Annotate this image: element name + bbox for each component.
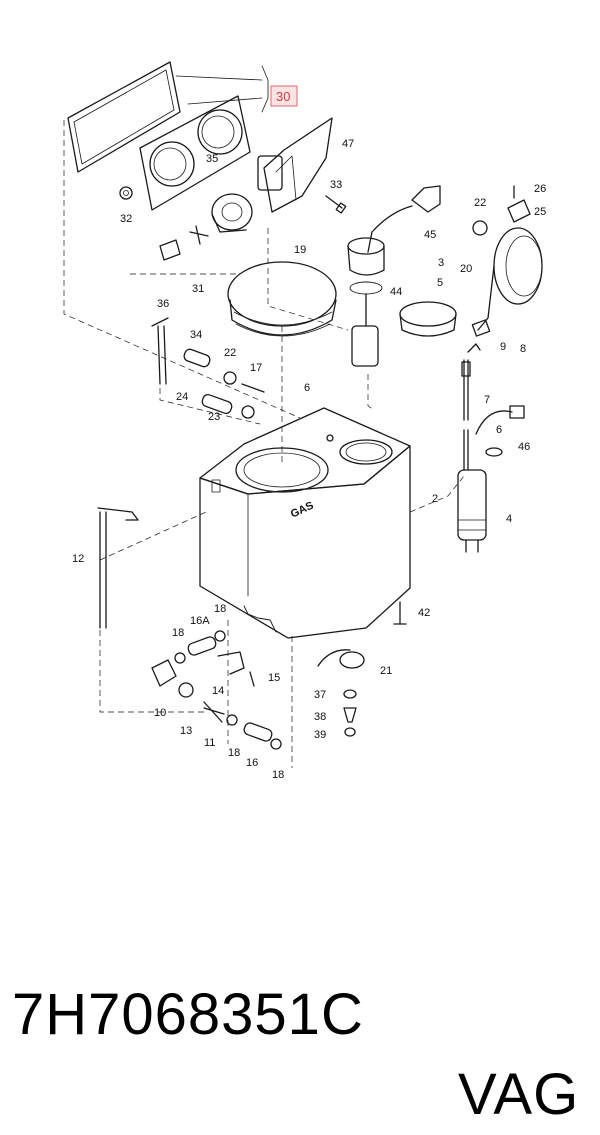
cap-nut-31 <box>159 193 253 261</box>
tank-body-2 <box>199 407 411 639</box>
callout-37: 37 <box>314 689 326 701</box>
screw-33 <box>325 195 347 214</box>
callout-20: 20 <box>460 263 472 275</box>
brand-name: VAG <box>458 1062 580 1127</box>
bracket-47 <box>257 117 333 213</box>
callout-6b: 6 <box>496 424 502 436</box>
bolt-32 <box>119 186 133 200</box>
part-number: 7H7068351C <box>12 982 364 1047</box>
callout-7: 7 <box>484 394 490 406</box>
callout-4: 4 <box>506 513 512 525</box>
sender-unit-3 <box>347 185 441 367</box>
callout-17: 17 <box>250 362 262 374</box>
callout-6a: 6 <box>304 382 310 394</box>
callout-24: 24 <box>176 391 188 403</box>
callout-2: 2 <box>432 493 438 505</box>
part-caption: 7H7068351C VAG <box>0 895 600 1127</box>
callout-11: 11 <box>204 737 215 749</box>
callout-18d: 18 <box>272 769 284 781</box>
callout-18a: 18 <box>214 603 226 615</box>
callout-22a: 22 <box>474 197 486 209</box>
callout-5: 5 <box>437 277 443 289</box>
tank-marking: GAS <box>289 500 316 521</box>
callout-labels: 30 47 35 33 26 22 25 32 45 19 3 20 5 31 … <box>72 89 546 781</box>
callout-22b: 22 <box>224 347 236 359</box>
callout-26: 26 <box>534 183 546 195</box>
filler-cap-19 <box>227 261 337 337</box>
callout-3: 3 <box>438 257 444 269</box>
callout-32: 32 <box>120 213 132 225</box>
callout-21: 21 <box>380 665 392 677</box>
callout-44: 44 <box>390 286 402 298</box>
callout-30-highlight <box>270 85 298 107</box>
callout-9: 9 <box>500 341 506 353</box>
bottom-fittings <box>151 601 407 750</box>
callout-38: 38 <box>314 711 326 723</box>
parts-diagram: GAS 30 47 35 33 26 22 25 32 45 19 3 20 5… <box>63 61 546 781</box>
callout-30: 30 <box>276 89 290 104</box>
callout-16a: 16A <box>190 615 210 627</box>
callout-39: 39 <box>314 729 326 741</box>
callout-45: 45 <box>424 229 436 241</box>
callout-47: 47 <box>342 138 354 150</box>
gasket-plate-30 <box>67 61 181 173</box>
callout-13: 13 <box>180 725 192 737</box>
right-fittings <box>457 185 543 553</box>
rods-left <box>97 317 265 629</box>
callout-19: 19 <box>294 244 306 256</box>
callout-10: 10 <box>154 707 166 719</box>
callout-12: 12 <box>72 553 84 565</box>
callout-18c: 18 <box>228 747 240 759</box>
callout-25: 25 <box>534 206 546 218</box>
callout-16: 16 <box>246 757 258 769</box>
callout-42: 42 <box>418 607 430 619</box>
callout-46: 46 <box>518 441 530 453</box>
leader-lines <box>63 120 465 768</box>
callout-15: 15 <box>268 672 280 684</box>
callout-34: 34 <box>190 329 202 341</box>
callout-18b: 18 <box>172 627 184 639</box>
callout-33: 33 <box>330 179 342 191</box>
seal-ring-5 <box>399 301 457 337</box>
callout-36: 36 <box>157 298 169 310</box>
callout-35: 35 <box>206 153 218 165</box>
callout-8: 8 <box>520 343 526 355</box>
callout-14: 14 <box>212 685 224 697</box>
callout-23: 23 <box>208 411 220 423</box>
panel-frame-35 <box>139 95 251 211</box>
callout-31: 31 <box>192 283 204 295</box>
